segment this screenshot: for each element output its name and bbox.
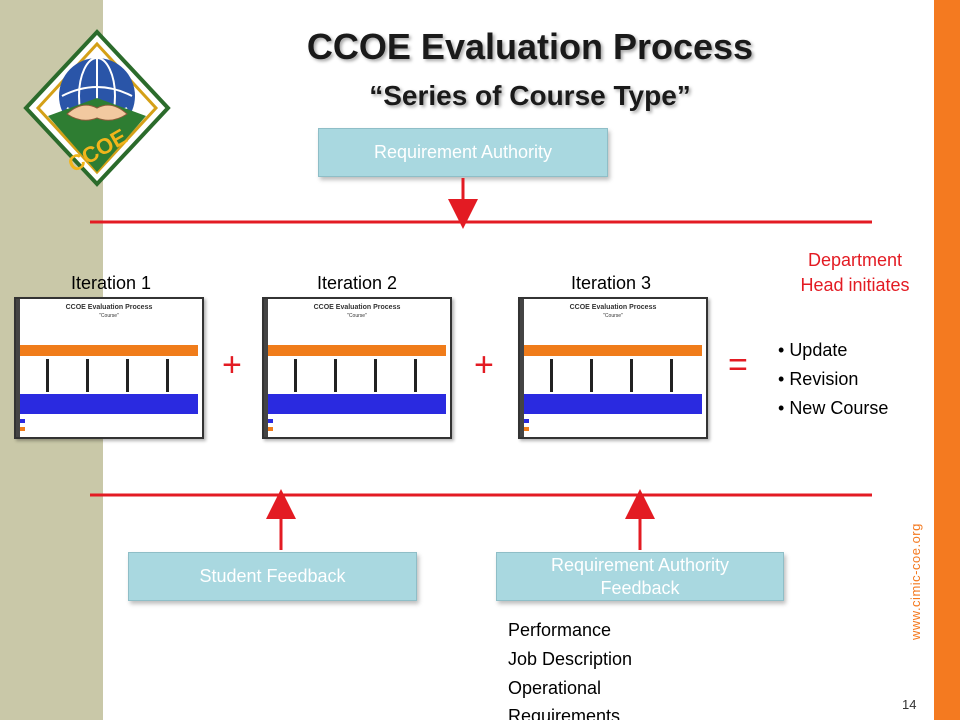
thumb-subtitle: "Course" (99, 313, 119, 319)
iteration-2-thumbnail: CCOE Evaluation Process "Course" (262, 297, 452, 439)
thumb-arrow (670, 359, 673, 392)
list-item: Job Description (508, 648, 633, 669)
iteration-3-label: Iteration 3 (570, 273, 652, 293)
thumb-arrow (46, 359, 49, 392)
thumb-responsible-row (268, 394, 446, 414)
thumb-arrow (126, 359, 129, 392)
thumb-responsible-row (524, 394, 702, 414)
requirement-authority-box: Requirement Authority (318, 128, 608, 177)
thumb-subtitle: "Course" (603, 313, 623, 319)
list-item: Update (778, 336, 888, 365)
thumb-process-row (524, 345, 702, 356)
iteration-1-thumbnail: CCOE Evaluation Process "Course" (14, 297, 204, 439)
list-item: New Course (778, 394, 888, 423)
page-number: 14 (902, 697, 917, 712)
ccoe-logo: CCOE (23, 29, 171, 187)
thumb-arrow (590, 359, 593, 392)
thumb-arrow (334, 359, 337, 392)
plus-operator-2: + (474, 346, 494, 384)
department-head-note: Department Head initiates (780, 248, 930, 298)
thumb-title: CCOE Evaluation Process (313, 304, 401, 311)
list-item: Revision (778, 365, 888, 394)
thumb-arrow (630, 359, 633, 392)
slide-title: CCOE Evaluation Process (306, 26, 754, 67)
ra-feedback-box: Requirement Authority Feedback (496, 552, 784, 601)
thumb-responsible-row (20, 394, 198, 414)
thumb-legend-swatch (524, 419, 529, 423)
plus-operator-1: + (222, 346, 242, 384)
list-item: Performance (508, 620, 612, 640)
website-url: www.cimic-coe.org (908, 523, 923, 640)
outcome-list: Update Revision New Course (778, 336, 888, 422)
thumb-frame (520, 299, 524, 437)
student-feedback-box: Student Feedback (128, 552, 417, 601)
thumb-legend-swatch (20, 419, 25, 423)
thumb-arrow (86, 359, 89, 392)
equals-operator: = (728, 346, 748, 384)
iteration-2-label: Iteration 2 (316, 273, 398, 293)
thumb-arrow (374, 359, 377, 392)
thumb-title: CCOE Evaluation Process (569, 304, 657, 311)
slide-subtitle: “Series of Course Type” (369, 80, 691, 111)
thumb-legend-swatch (524, 427, 529, 431)
list-item: Requirements (508, 706, 621, 720)
requirements-list: Performance Job Description Operational … (508, 616, 632, 720)
thumb-subtitle: "Course" (347, 313, 367, 319)
department-line-2: Head initiates (800, 275, 910, 296)
department-line-1: Department (807, 250, 903, 270)
thumb-frame (16, 299, 20, 437)
thumb-legend-swatch (268, 427, 273, 431)
thumb-process-row (20, 345, 198, 356)
thumb-frame (264, 299, 268, 437)
iteration-3-thumbnail: CCOE Evaluation Process "Course" (518, 297, 708, 439)
thumb-arrow (550, 359, 553, 392)
iteration-1-label: Iteration 1 (70, 273, 152, 293)
thumb-arrow (414, 359, 417, 392)
requirement-authority-label: Requirement Authority (373, 142, 553, 163)
right-decorative-band (934, 0, 960, 720)
thumb-process-row (268, 345, 446, 356)
ra-feedback-label: Requirement Authority Feedback (550, 555, 730, 598)
thumb-arrow (166, 359, 169, 392)
thumb-legend-swatch (20, 427, 25, 431)
thumb-title: CCOE Evaluation Process (65, 304, 153, 311)
student-feedback-label: Student Feedback (199, 566, 346, 587)
thumb-legend-swatch (268, 419, 273, 423)
thumb-arrow (294, 359, 297, 392)
list-item: Operational (508, 677, 602, 698)
